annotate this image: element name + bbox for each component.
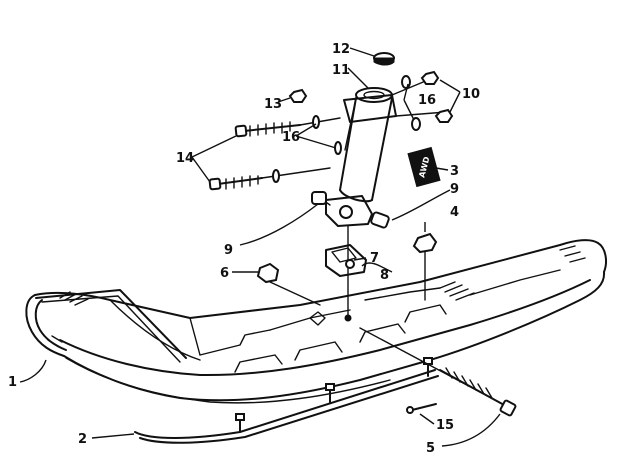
callout-4: 4 xyxy=(450,205,459,220)
small-nut xyxy=(288,88,308,103)
callout-13: 13 xyxy=(264,97,282,112)
decal: AWD xyxy=(407,146,441,188)
top-cap xyxy=(373,52,395,66)
callout-1: 1 xyxy=(8,375,17,390)
callout-labels: 1 2 3 4 5 6 7 8 9 9 10 11 12 13 14 15 16… xyxy=(8,42,480,456)
callout-16-left: 16 xyxy=(282,130,300,145)
right-hardware xyxy=(391,70,454,131)
bolts xyxy=(208,115,342,191)
callout-5: 5 xyxy=(426,441,435,456)
callout-6: 6 xyxy=(220,266,229,281)
callout-12: 12 xyxy=(332,42,350,57)
callout-15: 15 xyxy=(436,418,454,433)
callout-14: 14 xyxy=(176,151,194,166)
callout-7: 7 xyxy=(370,251,379,266)
leader-lines xyxy=(19,47,501,447)
callout-9-right: 9 xyxy=(450,182,459,197)
spindle-assembly xyxy=(311,87,397,322)
ski-body xyxy=(25,239,607,404)
nut-4 xyxy=(412,232,438,301)
nut-6 xyxy=(256,262,321,306)
callout-3: 3 xyxy=(450,164,459,179)
cotter-pin xyxy=(406,403,437,414)
callout-10: 10 xyxy=(462,87,480,102)
callout-11: 11 xyxy=(332,63,350,78)
wear-bar xyxy=(134,357,439,444)
callout-8: 8 xyxy=(380,268,389,283)
callout-2: 2 xyxy=(78,432,87,447)
lower-bolt-5 xyxy=(359,327,517,417)
callout-16-right: 16 xyxy=(418,93,436,108)
callout-9-left: 9 xyxy=(224,243,233,258)
saddle-bracket xyxy=(325,244,367,277)
